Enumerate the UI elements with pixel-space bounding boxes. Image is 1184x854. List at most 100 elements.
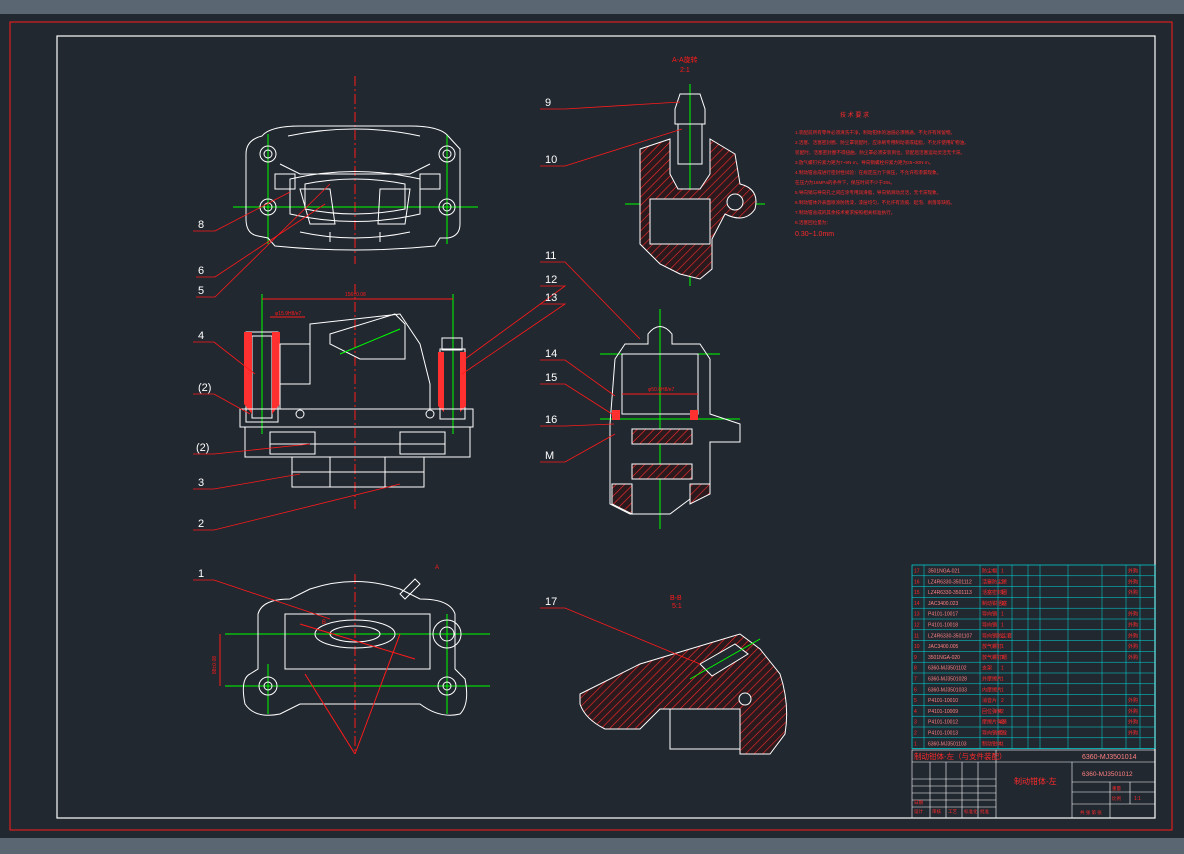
section-bb-scale: 5:1 [672,603,682,610]
bom-name: 制动钳活塞 [982,600,1007,607]
bom-no: 11 [914,633,919,639]
title-block-text: 制动钳体-左（与支件装配） 6360-MJ3501014 制动钳体-左 6360… [914,751,1141,816]
drawing-code: 6360-MJ3501012 [1082,771,1133,778]
bom-no: 12 [914,623,920,629]
bom-name: 导向销防尘套 [982,632,1012,639]
top-view [233,76,478,264]
bom-mark: 外购 [1128,730,1138,737]
balloon-15: 15 [545,372,557,384]
bom-mark: 外购 [1128,697,1138,704]
bom-name: 导向销 [982,611,997,618]
bom-name: 放气螺钉帽 [982,654,1007,661]
balloon-4: (2) [198,382,211,394]
bom-code: 6360-MJ3501102 [928,666,967,672]
bom-name: 摩擦片弹簧 [982,719,1007,726]
top-bar [0,0,1184,14]
view-label-a: A [435,565,439,571]
bom-no: 17 [914,569,920,575]
bom-qty: 1 [1001,601,1004,607]
balloon-3: 3 [198,477,204,489]
bom-name: 放气螺钉 [982,643,1002,650]
bom-no: 14 [914,601,920,607]
bom-no: 7 [914,677,917,683]
balloon-leaders [193,101,701,665]
balloon-17: 17 [545,596,557,608]
bom-no: 2 [914,731,917,737]
bom-mark: 外购 [1128,708,1138,715]
balloon-12: 12 [545,274,557,286]
bom-no: 9 [914,655,917,661]
front-view: 156±0.08 φ15.9H8/e7 [239,284,474,509]
bom-qty: 2 [1001,731,1004,737]
bom-code: P4101-10013 [928,731,958,737]
bom-name: 内摩擦片 [982,686,1002,693]
bom-code: JAC3400.005 [928,644,959,650]
balloon-8: 8 [198,219,204,231]
section-bb-title: B-B [670,595,682,602]
assembly-name: 制动钳体-左（与支件装配） [914,751,1007,761]
balloon-m: M [545,450,554,462]
bom-qty: 2 [1001,633,1004,639]
bom-code: P4101-10017 [928,612,958,618]
process-label: 工艺 [948,809,957,814]
bom-name: 外摩擦片 [982,676,1002,683]
bom-mark: 外购 [1128,622,1138,629]
dim-top-width: 156±0.08 [345,292,366,298]
balloon-1: 1 [198,568,204,580]
bom-code: LZ4R6330-3501107 [928,633,972,639]
bom-code: 6360-MJ3501103 [928,741,967,747]
balloon-9: 9 [545,97,551,109]
inner-border [56,35,1156,819]
note-last: 0.30~1.0mm [795,231,834,238]
assembly-code: 6360-MJ3501014 [1082,754,1137,761]
note-line: 4.制动钳总成进行密封性试验：在规定压力下保压，不允许有渗漏现象。 [795,169,941,176]
dim-height: 88±0.08 [212,656,218,674]
technical-notes: 技 术 要 求 1.装配前所有零件必须清洗干净，制动钳体的油道必须畅通，不允许有… [795,111,969,238]
bom-name: 活塞密封圈 [982,589,1007,596]
note-line: 5.导向销与导向孔之间应涂专用润滑脂，导向销滑动灵活，无卡滞现象。 [795,189,941,196]
bom-no: 15 [914,590,920,596]
bom-mark: 外购 [1128,578,1138,585]
bom-qty: 1 [1001,590,1004,596]
drawing-name: 制动钳体-左 [1014,776,1057,786]
scale-value: 1:1 [1134,796,1141,802]
section-aa-title: A-A旋转 [672,55,698,64]
dim-bore: φ15.9H8/e7 [275,311,302,317]
weight-label: 重量 [1112,785,1121,792]
standard-label: 标准化 [964,808,978,815]
dim-piston: φ50.8H8/e7 [648,387,675,393]
bom-qty: 1 [1001,569,1004,575]
bom-name: 导向销螺栓 [982,730,1007,737]
balloon-2: 2 [198,518,204,530]
drawing-canvas[interactable]: 156±0.08 φ15.9H8/e7 [0,14,1184,838]
section-aa-scale: 2:1 [680,67,690,74]
bom-no: 13 [914,612,920,618]
bom-no: 1 [914,741,917,747]
bom-no: 10 [914,644,920,650]
bottom-bar [0,838,1184,854]
bom-name: 制动钳体 [982,740,1002,747]
bom-qty: 1 [1001,644,1004,650]
balloon-5: 4 [198,330,204,342]
bom-name: 支架 [982,665,992,672]
bom-mark: 外购 [1128,568,1138,575]
note-line: 装配时，活塞密封圈不得扭曲，防尘罩必须安装到位，装配后活塞运动灵活无卡滞。 [795,149,965,156]
balloon-14: 14 [545,348,557,360]
note-line: 8.活塞回位量为： [795,219,831,226]
bom-no: 5 [914,698,917,704]
balloon-2b: (2) [196,442,209,454]
balloon-6: 5 [198,285,204,297]
bom-mark: 外购 [1128,654,1138,661]
bom-no: 4 [914,709,917,715]
bom-code: 6360-MJ3501033 [928,687,967,693]
bom-mark: 外购 [1128,719,1138,726]
balloon-13: 13 [545,292,557,304]
balloon-10: 10 [545,154,557,166]
bom-name: 导向销 [982,622,997,629]
bom-qty: 1 [1001,666,1004,672]
balloon-16: 16 [545,414,557,426]
bom-no: 6 [914,687,917,693]
note-line: 1.装配前所有零件必须清洗干净，制动钳体的油道必须畅通，不允许有残留物。 [795,129,955,136]
outer-border [9,21,1173,831]
